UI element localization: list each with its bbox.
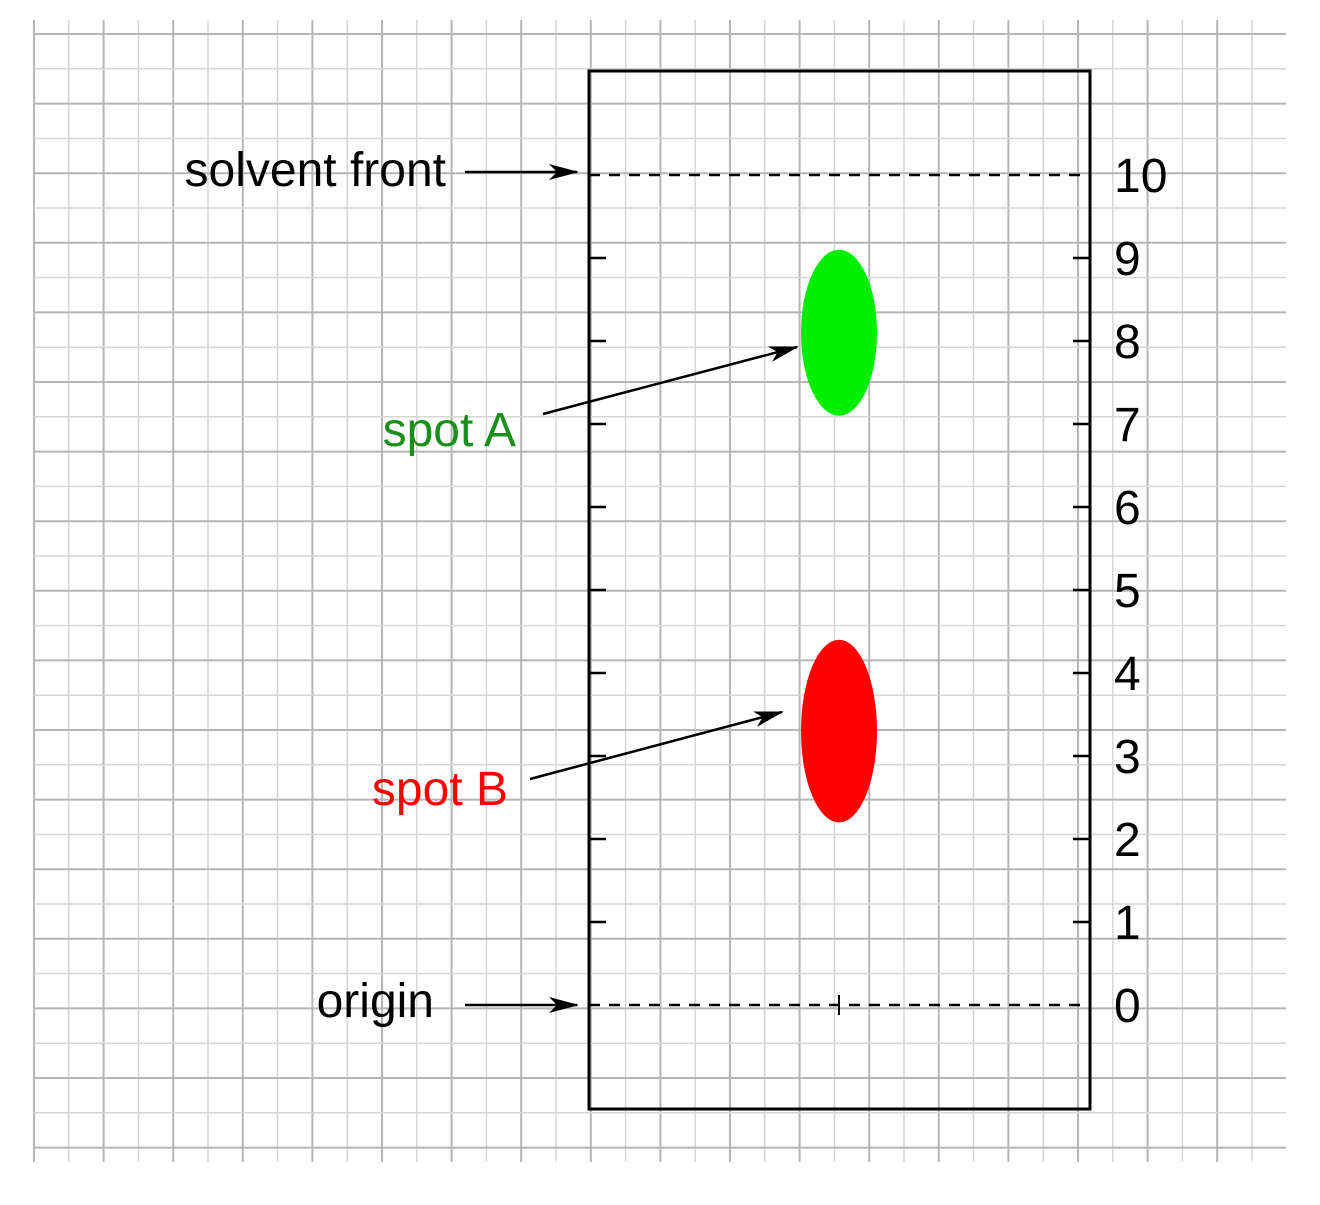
graph-paper-grid [33, 20, 1286, 1162]
scale-label: 10 [1114, 150, 1167, 203]
scale-label: 3 [1114, 731, 1141, 784]
spot-a-ellipse [801, 249, 877, 416]
scale-label: 9 [1114, 233, 1141, 286]
tlc-plate [587, 69, 1092, 1111]
spot-a-arrow [542, 345, 799, 416]
scale-label: 4 [1114, 648, 1141, 701]
spot-a-label: spot A [383, 404, 516, 457]
scale-label: 8 [1114, 316, 1141, 369]
scale-label: 7 [1114, 399, 1141, 452]
scale-ticks [589, 256, 1090, 924]
scale-label: 6 [1114, 482, 1141, 535]
origin-label: origin [317, 975, 434, 1028]
scale-label: 2 [1114, 814, 1141, 867]
spot-b-label: spot B [372, 763, 508, 816]
scale-label: 0 [1114, 980, 1141, 1033]
solvent-front-label: solvent front [185, 144, 446, 197]
spot-b-ellipse [801, 639, 877, 823]
scale-label: 5 [1114, 565, 1141, 618]
spot-b-arrow [529, 710, 784, 781]
scale-label: 1 [1114, 897, 1141, 950]
scale-labels: 0 1 2 3 4 5 6 7 8 9 10 [1114, 150, 1167, 1033]
